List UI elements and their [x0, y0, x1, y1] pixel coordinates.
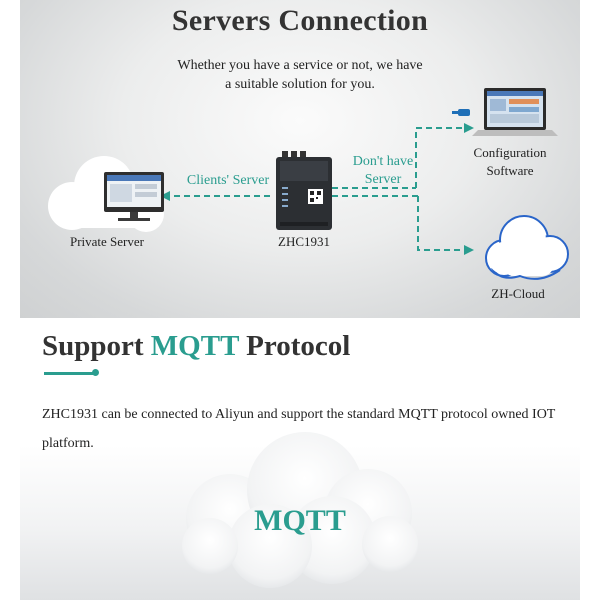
- subtitle-line-2: a suitable solution for you.: [225, 77, 375, 92]
- servers-connection-panel: Servers Connection Whether you have a se…: [20, 0, 580, 318]
- connection-lines: [166, 127, 464, 251]
- arrowheads: [160, 123, 474, 255]
- mqtt-description: ZHC1931 can be connected to Aliyun and s…: [42, 407, 556, 451]
- monitor-icon: [104, 172, 164, 221]
- arrow-left: [160, 191, 170, 201]
- dont-have-server-label: Don't have Server: [336, 153, 430, 189]
- mqtt-title-suffix: Protocol: [238, 330, 351, 362]
- mqtt-cloud-text: MQTT: [254, 504, 346, 537]
- configuration-software-label: Configuration Software: [460, 144, 560, 180]
- cloud-branch-line: [417, 196, 464, 251]
- title-underline: [44, 372, 96, 375]
- servers-connection-title: Servers Connection: [171, 4, 429, 37]
- private-server-label: Private Server: [69, 234, 144, 249]
- mqtt-title-prefix: Support: [42, 330, 151, 362]
- mqtt-cloud-graphic: [182, 432, 418, 588]
- connector-plug-icon: [452, 109, 470, 116]
- servers-connection-subtitle: Whether you have a service or not, we ha…: [20, 56, 580, 94]
- laptop-icon: [472, 88, 558, 136]
- config-line-1: Configuration: [473, 145, 547, 160]
- mqtt-cloud-icon: [182, 432, 418, 588]
- mqtt-title-accent: MQTT: [150, 330, 239, 362]
- clients-server-label: Clients' Server: [186, 173, 270, 188]
- zh-cloud-label: ZH-Cloud: [491, 286, 545, 301]
- zh-cloud-icon: [485, 215, 569, 280]
- connection-diagram: [48, 88, 569, 280]
- mqtt-section-title: Support MQTT Protocol: [42, 330, 350, 363]
- device-model-label: ZHC1931: [278, 234, 330, 249]
- dont-have-line-1: Don't have: [352, 154, 414, 169]
- mqtt-support-panel: Support MQTT Protocol ZHC1931 can be con…: [20, 318, 580, 600]
- arrow-cloud: [464, 245, 474, 255]
- zhc1931-device-icon: [276, 151, 332, 230]
- dont-have-line-2: Server: [364, 172, 402, 187]
- config-branch-line: [415, 127, 464, 188]
- title-underline-dot: [92, 369, 99, 376]
- subtitle-line-1: Whether you have a service or not, we ha…: [177, 58, 423, 73]
- arrow-config: [464, 123, 474, 133]
- config-line-2: Software: [486, 163, 534, 178]
